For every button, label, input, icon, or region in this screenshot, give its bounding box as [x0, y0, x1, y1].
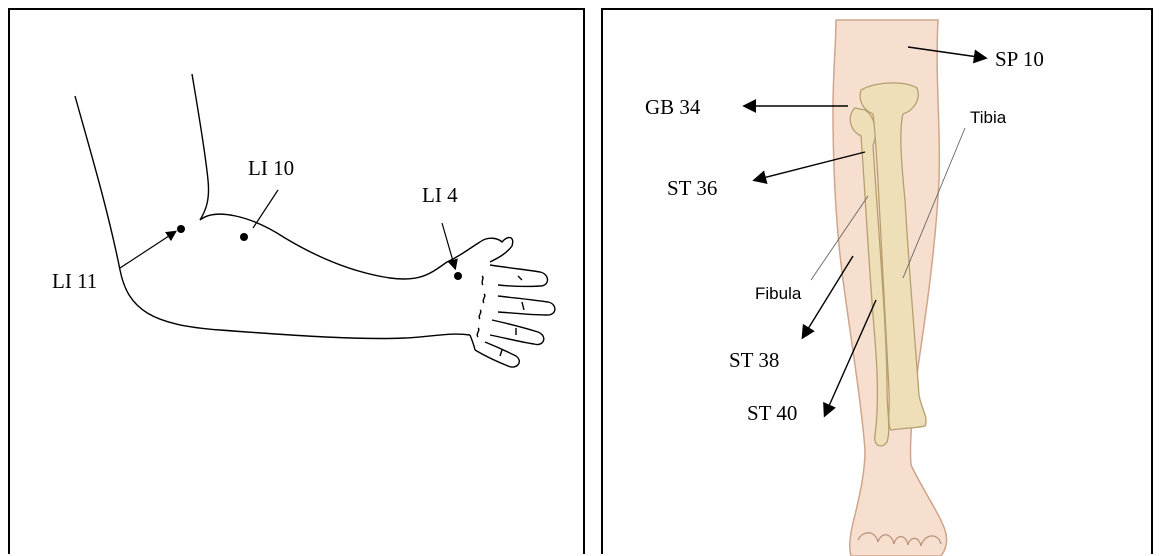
- tibia-label: Tibia: [970, 108, 1007, 127]
- st38-label: ST 38: [729, 348, 779, 372]
- leg-illustration: SP 10 GB 34 ST 36 ST 38 ST 40 Tibia Fibu…: [603, 10, 1155, 556]
- sp10-label: SP 10: [995, 47, 1044, 71]
- gb34-label: GB 34: [645, 95, 701, 119]
- li10-point: [240, 233, 248, 241]
- fibula-label: Fibula: [755, 284, 802, 303]
- li11-point: [177, 225, 185, 233]
- li4-point: [454, 272, 462, 280]
- arm-illustration: LI 11 LI 10 LI 4: [10, 10, 587, 556]
- leg-diagram-panel: SP 10 GB 34 ST 36 ST 38 ST 40 Tibia Fibu…: [601, 8, 1153, 554]
- li10-label: LI 10: [248, 156, 294, 180]
- li11-arrow: [120, 232, 175, 268]
- arm-outline: [75, 74, 555, 367]
- st36-label: ST 36: [667, 176, 717, 200]
- li10-leader: [253, 190, 278, 228]
- li4-label: LI 4: [422, 183, 458, 207]
- arm-diagram-panel: LI 11 LI 10 LI 4: [8, 8, 585, 554]
- li11-label: LI 11: [52, 269, 97, 293]
- st40-label: ST 40: [747, 401, 797, 425]
